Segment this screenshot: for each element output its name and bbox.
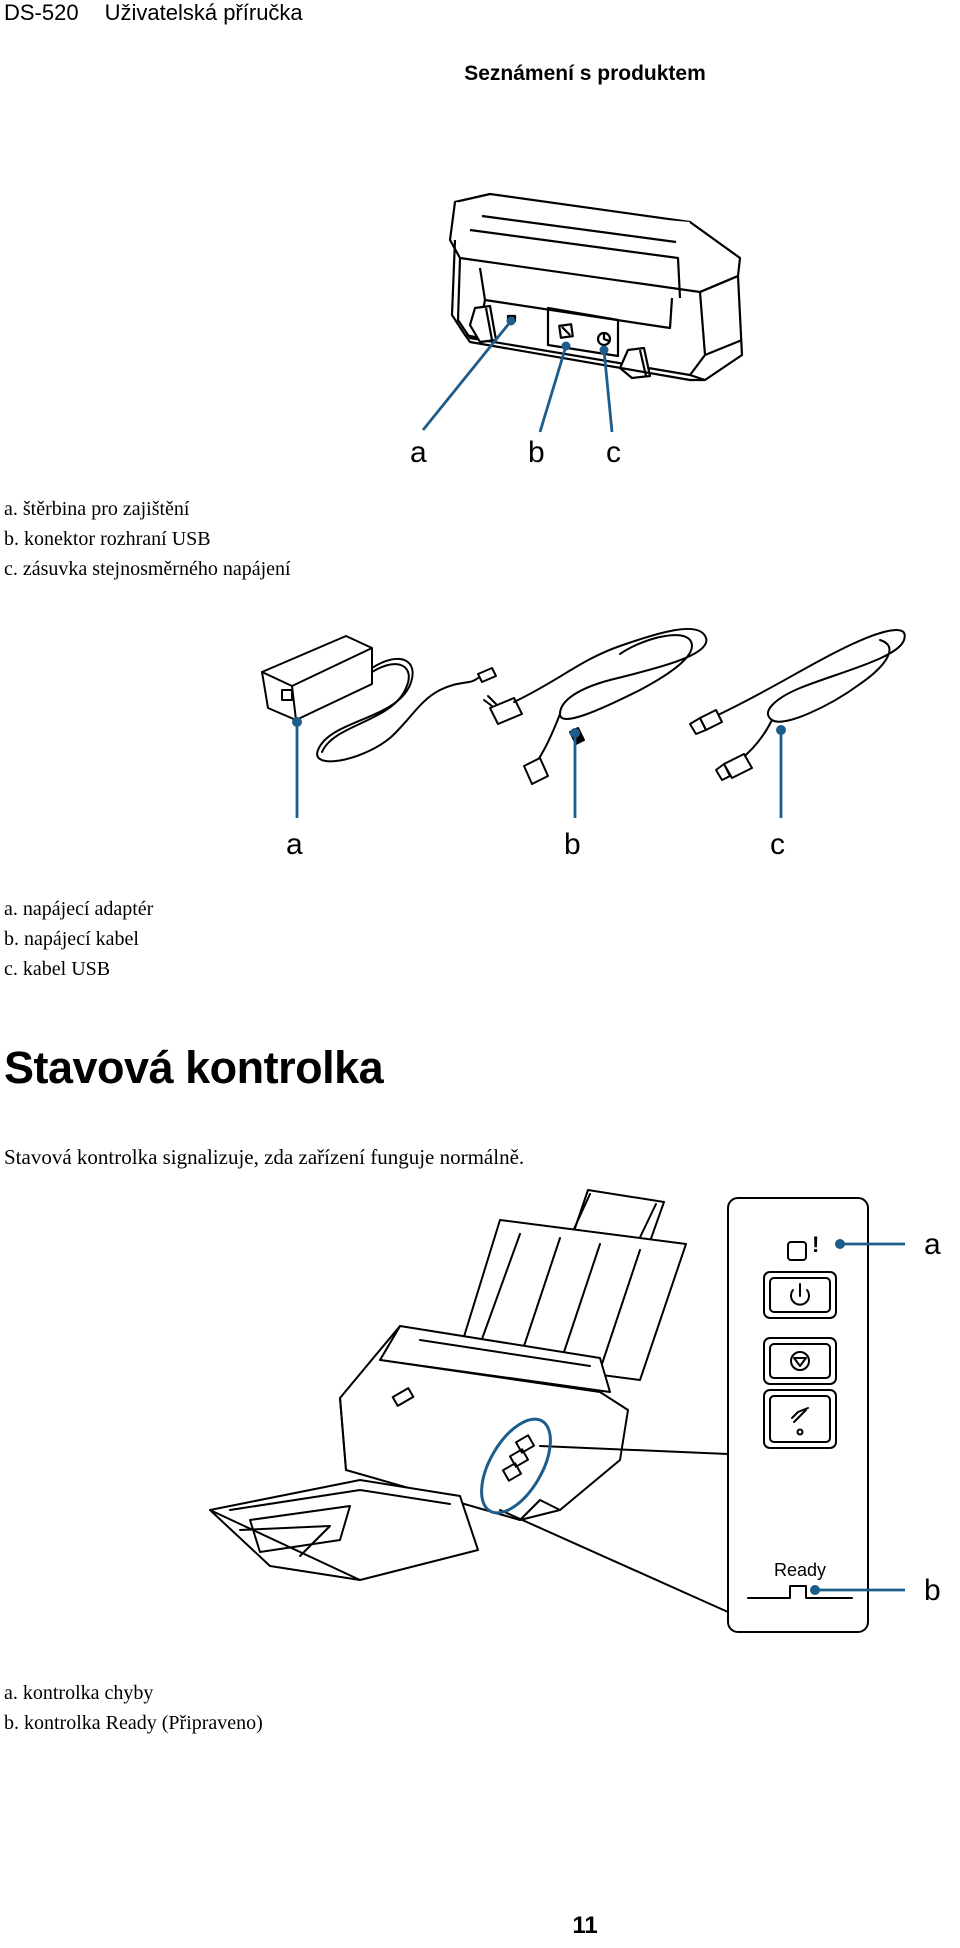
- callout-c: c: [770, 828, 785, 861]
- manual-title: Uživatelská příručka: [104, 0, 303, 25]
- status-light-illustration: ! Ready a b: [209, 1189, 941, 1633]
- caption-item: c. zásuvka stejnosměrného napájení: [4, 558, 291, 580]
- callout-a: a: [924, 1228, 941, 1261]
- callout-a: a: [286, 828, 303, 861]
- status-light-description: Stavová kontrolka signalizuje, zda zaříz…: [4, 1145, 525, 1169]
- caption-item: b. konektor rozhraní USB: [4, 528, 211, 550]
- figure2-caption-list: a. napájecí adaptér b. napájecí kabel c.…: [4, 894, 153, 984]
- page-number: 11: [572, 1912, 598, 1939]
- caption-item: a. napájecí adaptér: [4, 898, 154, 920]
- figure1-caption-list: a. štěrbina pro zajištění b. konektor ro…: [4, 494, 291, 584]
- callout-b: b: [564, 828, 581, 861]
- accessories-illustration: a b c: [261, 627, 906, 861]
- callout-b: b: [924, 1574, 941, 1607]
- caption-item: a. kontrolka chyby: [4, 1682, 154, 1704]
- running-header: DS-520 Uživatelská příručka: [4, 0, 303, 26]
- callout-a: a: [410, 436, 427, 469]
- callout-b: b: [528, 436, 545, 469]
- callout-c: c: [606, 436, 621, 469]
- product-name: DS-520: [4, 0, 79, 25]
- ready-label: Ready: [774, 1560, 826, 1580]
- caption-item: a. štěrbina pro zajištění: [4, 498, 190, 520]
- caption-item: b. kontrolka Ready (Připraveno): [4, 1712, 263, 1734]
- error-glyph: !: [812, 1232, 819, 1257]
- caption-item: b. napájecí kabel: [4, 928, 139, 950]
- section-title: Seznámení s produktem: [464, 62, 706, 85]
- figure3-caption-list: a. kontrolka chyby b. kontrolka Ready (P…: [4, 1678, 263, 1738]
- status-light-heading: Stavová kontrolka: [4, 1042, 384, 1093]
- caption-item: c. kabel USB: [4, 958, 111, 980]
- scanner-rear-illustration: a b c: [410, 192, 744, 469]
